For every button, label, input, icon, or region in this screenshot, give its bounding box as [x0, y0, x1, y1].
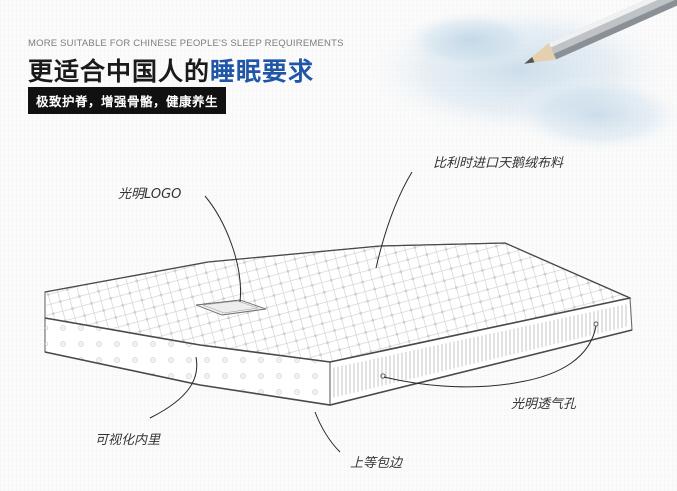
subtitle-english: MORE SUITABLE FOR CHINESE PEOPLE'S SLEEP…: [28, 38, 344, 49]
headline-main: 更适合中国人的: [28, 57, 211, 86]
callout-edging: 上等包边: [350, 456, 403, 471]
callout-fabric: 比利时进口天鹅绒布料: [433, 156, 564, 171]
callout-logo: 光明LOGO: [118, 187, 182, 202]
callout-lining: 可视化内里: [95, 433, 161, 448]
leader-fabric: [375, 171, 413, 269]
leader-logo: [204, 195, 242, 303]
leader-edging: [314, 411, 341, 453]
tagline-badge: 极致护脊，增强骨骼，健康养生: [28, 87, 227, 114]
air-vent-icon: [380, 373, 386, 379]
headline-accent: 睡眠要求: [210, 57, 315, 86]
leader-vents: [383, 325, 597, 388]
callout-vents: 光明透气孔: [511, 397, 577, 412]
leader-lining: [149, 356, 198, 419]
page-headline: 更适合中国人的睡眠要求: [28, 52, 314, 88]
